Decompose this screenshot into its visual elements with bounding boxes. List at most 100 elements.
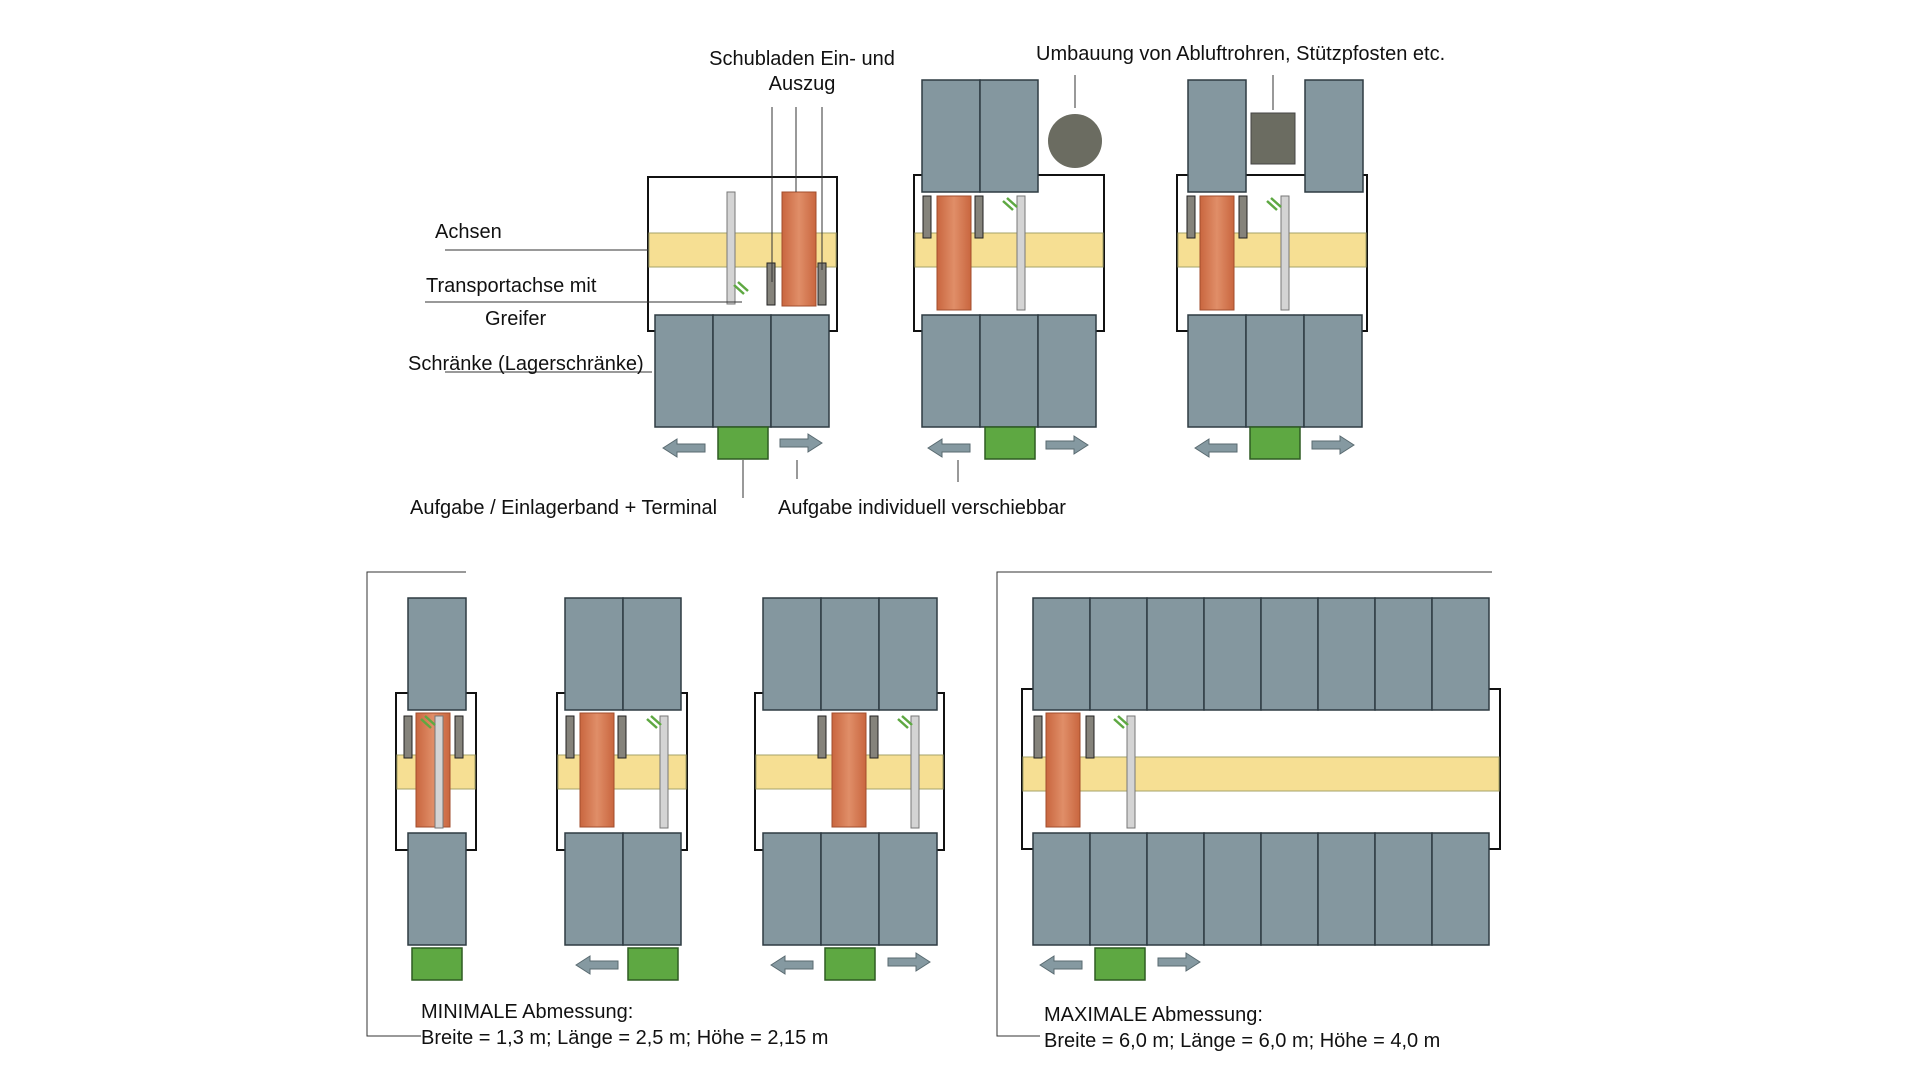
leader-lines: [366, 75, 1492, 1037]
cabinet: [979, 79, 1039, 193]
cabinet: [1032, 597, 1091, 711]
gripper-icon: [1266, 197, 1282, 211]
gripper-icon: [646, 715, 662, 729]
cabinet: [1187, 314, 1247, 428]
cabinet: [770, 314, 830, 428]
cabinet: [564, 832, 624, 946]
axis-post: [1085, 715, 1095, 759]
gripper-icon: [1002, 197, 1018, 211]
input-belt: [984, 426, 1036, 460]
cabinet: [1303, 314, 1363, 428]
storage-module: [556, 597, 688, 981]
storage-module: [395, 597, 477, 981]
cabinet: [979, 314, 1039, 428]
cabinet: [1037, 314, 1097, 428]
input-belt: [1249, 426, 1301, 460]
exhaust-pipe-icon: [1048, 114, 1102, 168]
cabinet: [622, 832, 682, 946]
transport-rail: [910, 715, 920, 829]
arrow-right-icon: [1157, 952, 1201, 972]
axis-post: [1033, 715, 1043, 759]
axis-post: [1238, 195, 1248, 239]
gripper-icon: [897, 715, 913, 729]
cabinet: [1317, 832, 1376, 946]
cabinet: [1203, 832, 1262, 946]
arrow-left-icon: [1039, 955, 1083, 975]
cabinet: [1304, 79, 1364, 193]
gripper-icon: [420, 715, 436, 729]
modules-layer: [395, 79, 1501, 981]
drawer: [1045, 712, 1081, 828]
storage-module: [1021, 597, 1501, 981]
cabinet: [921, 314, 981, 428]
cabinet: [1245, 314, 1305, 428]
arrow-right-icon: [887, 952, 931, 972]
transport-rail: [726, 191, 736, 305]
min-dims-values: Breite = 1,3 m; Länge = 2,5 m; Höhe = 2,…: [421, 1027, 828, 1049]
axis-post: [817, 715, 827, 759]
cabinet: [878, 597, 938, 711]
cabinet: [1032, 832, 1091, 946]
cabinet: [1089, 832, 1148, 946]
cabinet: [1260, 597, 1319, 711]
input-belt: [824, 947, 876, 981]
cabinet: [762, 832, 822, 946]
axis-post: [454, 715, 464, 759]
max-dims-values: Breite = 6,0 m; Länge = 6,0 m; Höhe = 4,…: [1044, 1030, 1440, 1052]
input-belt: [627, 947, 679, 981]
storage-module: [754, 597, 945, 981]
drawer: [415, 712, 451, 828]
arrow-left-icon: [1194, 438, 1238, 458]
gripper-icon: [1113, 715, 1129, 729]
drawer: [579, 712, 615, 828]
arrow-right-icon: [1311, 435, 1355, 455]
min-dims-heading: MINIMALE Abmessung:: [421, 1001, 633, 1023]
cabinet: [921, 79, 981, 193]
axis-post: [617, 715, 627, 759]
cabinet: [622, 597, 682, 711]
label-input: Aufgabe / Einlagerband + Terminal: [410, 497, 717, 519]
axis-post: [403, 715, 413, 759]
cabinet: [564, 597, 624, 711]
input-belt: [411, 947, 463, 981]
arrow-left-icon: [927, 438, 971, 458]
arrow-right-icon: [1045, 435, 1089, 455]
cabinet: [1431, 832, 1490, 946]
label-axes: Achsen: [435, 221, 502, 243]
label-drawers-line1: Schubladen Ein- und: [709, 48, 895, 70]
drawer: [831, 712, 867, 828]
axis-band: [1022, 756, 1500, 792]
storage-module: [647, 176, 838, 460]
storage-module: [1176, 79, 1368, 460]
axis-post: [565, 715, 575, 759]
cabinet: [654, 314, 714, 428]
cabinet: [407, 832, 467, 946]
storage-module: [913, 79, 1105, 460]
arrow-left-icon: [662, 438, 706, 458]
arrow-left-icon: [770, 955, 814, 975]
cabinet: [1203, 597, 1262, 711]
cabinet: [407, 597, 467, 711]
cabinet: [712, 314, 772, 428]
cabinet: [1374, 597, 1433, 711]
cabinet: [1146, 597, 1205, 711]
transport-rail: [1016, 195, 1026, 311]
transport-rail: [434, 715, 444, 829]
support-post-icon: [1250, 112, 1296, 165]
label-cabinets: Schränke (Lagerschränke): [408, 353, 644, 375]
drawer: [1199, 195, 1235, 311]
arrow-left-icon: [575, 955, 619, 975]
input-belt: [1094, 947, 1146, 981]
transport-rail: [1280, 195, 1290, 311]
cabinet: [1260, 832, 1319, 946]
cabinet: [1146, 832, 1205, 946]
transport-rail: [1126, 715, 1136, 829]
axis-post: [1186, 195, 1196, 239]
axis-post: [766, 262, 776, 306]
cabinet: [1187, 79, 1247, 193]
label-shiftable: Aufgabe individuell verschiebbar: [778, 497, 1066, 519]
axis-post: [974, 195, 984, 239]
arrow-right-icon: [779, 433, 823, 453]
cabinet: [878, 832, 938, 946]
